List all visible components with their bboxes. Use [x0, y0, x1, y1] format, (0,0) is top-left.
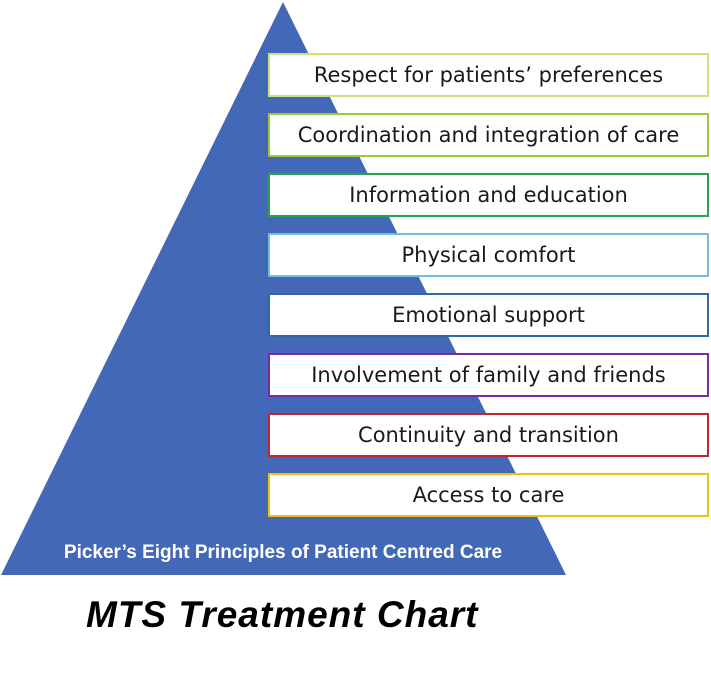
principle-box: Continuity and transition: [268, 413, 709, 457]
principle-label: Access to care: [412, 483, 565, 507]
chart-title: MTS Treatment Chart: [86, 594, 479, 635]
principle-box: Involvement of family and friends: [268, 353, 709, 397]
principle-label: Involvement of family and friends: [311, 363, 666, 387]
principle-box: Access to care: [268, 473, 709, 517]
principle-label: Coordination and integration of care: [297, 123, 680, 147]
principle-box: Respect for patients’ preferences: [268, 53, 709, 97]
pyramid-caption: Picker’s Eight Principles of Patient Cen…: [63, 542, 503, 563]
principle-label: Information and education: [349, 183, 628, 207]
principle-box: Information and education: [268, 173, 709, 217]
principle-label: Emotional support: [392, 303, 585, 327]
principle-label: Respect for patients’ preferences: [313, 63, 664, 87]
principle-box: Coordination and integration of care: [268, 113, 709, 157]
principle-box: Physical comfort: [268, 233, 709, 277]
principle-box: Emotional support: [268, 293, 709, 337]
principle-label: Physical comfort: [401, 243, 576, 267]
principle-label: Continuity and transition: [358, 423, 619, 447]
